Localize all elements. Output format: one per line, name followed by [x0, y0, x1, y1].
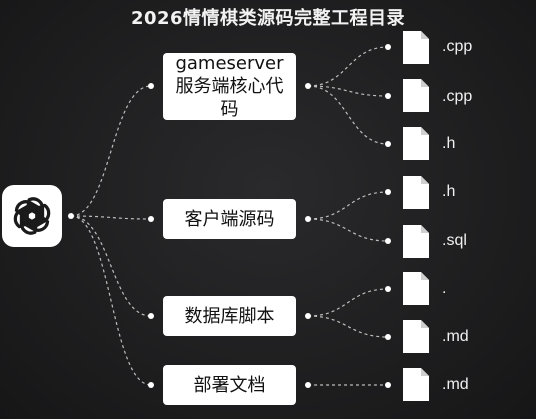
root-connector [70, 215, 152, 220]
file-dot [385, 238, 391, 244]
file-label: .h [442, 183, 456, 200]
file-connector [307, 218, 389, 242]
root-dot [68, 213, 74, 219]
file-connector [307, 315, 389, 338]
category-label: 部署文档 [193, 374, 266, 396]
file-label: .h [442, 135, 456, 152]
file-icon [403, 368, 429, 401]
root-node [2, 185, 62, 247]
category-deploy-docs: 部署文档 [163, 365, 296, 405]
root-connector [70, 215, 152, 317]
file-icon [403, 127, 429, 160]
openai-logo-icon [10, 196, 54, 236]
file-connector [307, 191, 389, 220]
file-label: .md [442, 328, 469, 345]
category-out-dot [305, 382, 311, 388]
file-dot [385, 93, 391, 99]
file-connector [307, 46, 389, 87]
root-connector [70, 215, 152, 386]
file-dot [385, 334, 391, 340]
category-server-code: gameserver服务端核心代码 [163, 53, 296, 120]
category-label: 数据库脚本 [184, 305, 275, 327]
category-out-dot [305, 83, 311, 89]
file-dot [385, 382, 391, 388]
file-icon [403, 272, 429, 305]
category-label: gameserver服务端核心代码 [175, 53, 284, 120]
file-label: . [442, 280, 447, 297]
category-out-dot [305, 313, 311, 319]
file-dot [385, 44, 391, 50]
category-in-dot [148, 83, 154, 89]
category-in-dot [148, 382, 154, 388]
category-label: 客户端源码 [184, 208, 275, 230]
file-dot [385, 189, 391, 195]
file-connector [307, 288, 389, 317]
file-label: .cpp [442, 88, 473, 105]
file-label: .sql [442, 232, 467, 249]
file-label: .md [442, 376, 469, 393]
file-dot [385, 286, 391, 292]
file-icon [403, 79, 429, 112]
category-out-dot [305, 216, 311, 222]
file-icon [403, 176, 429, 209]
file-connector [307, 85, 389, 145]
category-in-dot [148, 313, 154, 319]
file-icon [403, 320, 429, 353]
category-in-dot [148, 216, 154, 222]
file-icon [403, 31, 429, 64]
category-database-scripts: 数据库脚本 [163, 296, 296, 336]
file-icon [403, 225, 429, 258]
category-client-source: 客户端源码 [163, 199, 296, 239]
file-label: .cpp [442, 38, 473, 55]
diagram-title: 2026情情棋类源码完整工程目录 [130, 8, 406, 29]
root-connector [70, 85, 152, 217]
file-dot [385, 141, 391, 147]
